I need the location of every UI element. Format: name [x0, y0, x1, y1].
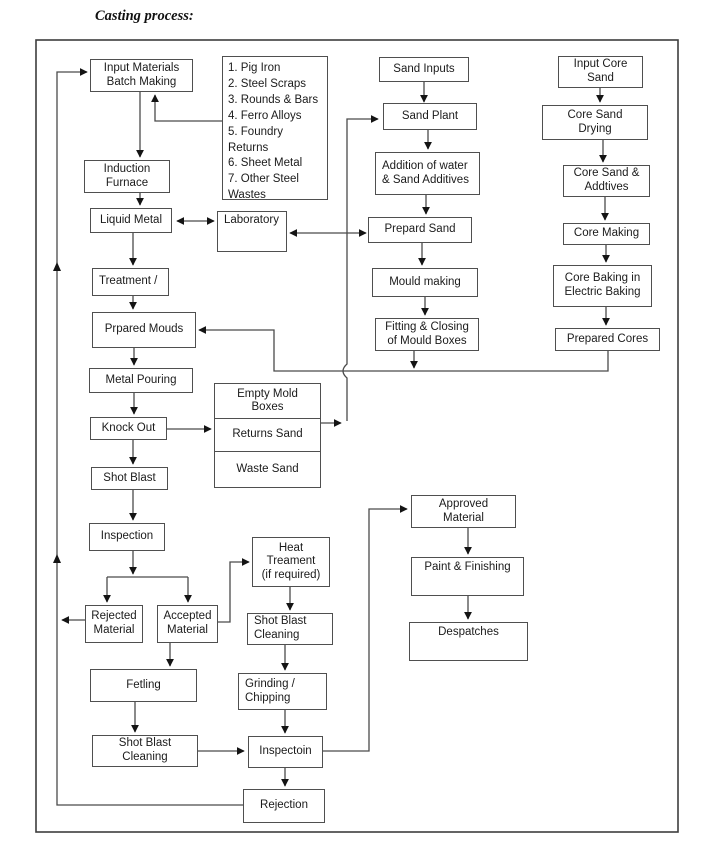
- flow-node-fettling: Fetling: [90, 669, 197, 702]
- flow-node-rejection: Rejection: [243, 789, 325, 823]
- mold-box-row-empty: Empty Mold Boxes: [237, 387, 298, 413]
- flow-node-sand-inputs: Sand Inputs: [379, 57, 469, 82]
- flow-node-inspectoin: Inspectoin: [248, 736, 323, 768]
- flow-node-laboratory: Laboratory: [217, 211, 287, 252]
- flow-node-shot-blast-cleaning-left: Shot Blast Cleaning: [92, 735, 198, 767]
- flow-node-shot-blast-cleaning-right: Shot Blast Cleaning: [247, 613, 333, 645]
- flow-node-despatches: Despatches: [409, 622, 528, 661]
- flow-node-fitting-closing: Fitting & Closing of Mould Boxes: [375, 318, 479, 351]
- flow-node-core-sand-drying: Core Sand Drying: [542, 105, 648, 140]
- list-item: 4. Ferro Alloys: [228, 109, 302, 122]
- list-item: 7. Other Steel Wastes: [228, 173, 299, 202]
- flow-node-grinding-chipping: Grinding / Chipping: [238, 673, 327, 710]
- flow-node-core-making: Core Making: [563, 223, 650, 245]
- list-item: 2. Steel Scraps: [228, 77, 306, 90]
- materials-list-box: 1. Pig Iron 2. Steel Scraps 3. Rounds & Ba…: [222, 56, 328, 201]
- flow-node-prepared-cores: Prepared Cores: [555, 328, 660, 351]
- flow-node-prepared-sand: Prepard Sand: [368, 217, 472, 243]
- flow-node-shot-blast: Shot Blast: [91, 467, 168, 490]
- flow-node-rejected-material: Rejected Material: [85, 605, 143, 643]
- flow-node-paint-finishing: Paint & Finishing: [411, 557, 524, 596]
- diagram-border-and-arrows: [35, 39, 679, 833]
- list-item: 1. Pig Iron: [228, 62, 281, 74]
- flow-node-core-sand-additives: Core Sand & Addtives: [563, 165, 650, 197]
- flow-node-prepared-moulds: Prpared Mouds: [92, 312, 196, 348]
- flow-node-mould-making: Mould making: [372, 268, 478, 297]
- flow-node-metal-pouring: Metal Pouring: [89, 368, 193, 393]
- flow-node-liquid-metal: Liquid Metal: [90, 208, 172, 233]
- flow-node-sand-plant: Sand Plant: [383, 103, 477, 130]
- list-item: 5. Foundry Returns: [228, 125, 283, 154]
- list-item: 3. Rounds & Bars: [228, 93, 319, 106]
- flow-node-induction-furnace: Induction Furnace: [84, 160, 170, 193]
- flow-node-treatment: Treatment /: [92, 268, 169, 296]
- mold-box-row-returns: Returns Sand: [215, 418, 320, 451]
- list-item: 6. Sheet Metal: [228, 157, 303, 170]
- page-title: Casting process:: [95, 8, 194, 24]
- flow-node-addition-water: Addition of water & Sand Additives: [375, 152, 480, 195]
- flow-node-knock-out: Knock Out: [90, 417, 167, 440]
- flow-node-approved-material: Approved Material: [411, 495, 516, 528]
- flow-node-accepted-material: Accepted Material: [157, 605, 218, 643]
- flow-node-input-materials: Input Materials Batch Making: [90, 59, 193, 92]
- mold-boxes-compound-node: Empty Mold Boxes Returns Sand Waste Sand: [214, 383, 321, 488]
- flow-node-core-baking: Core Baking in Electric Baking: [553, 265, 652, 307]
- flow-node-inspection: Inspection: [89, 523, 165, 551]
- mold-box-row-waste: Waste Sand: [215, 451, 320, 487]
- flow-node-heat-treatment: Heat Treament (if required): [252, 537, 330, 587]
- flow-node-input-core-sand: Input Core Sand: [558, 56, 643, 88]
